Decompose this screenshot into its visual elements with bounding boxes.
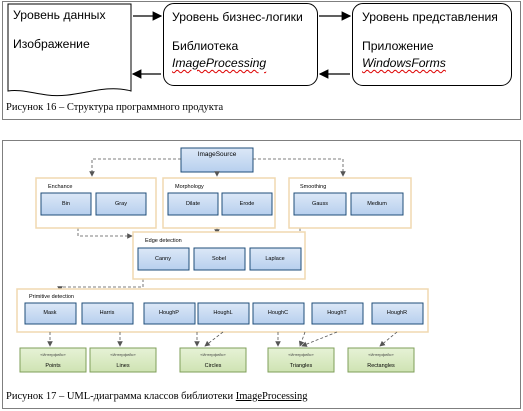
- class-canny: Canny: [155, 256, 171, 262]
- interface-points: «Интерфейс» Points: [19, 347, 87, 373]
- layer-arrows: [131, 11, 352, 79]
- class-laplace: Laplace: [265, 256, 284, 262]
- interface-triangles-label: Triangles: [290, 363, 313, 369]
- svg-text:«Интерфейс»: «Интерфейс»: [40, 352, 66, 357]
- class-mask: Mask: [43, 310, 56, 316]
- class-harris: Harris: [100, 310, 115, 316]
- svg-text:«Интерфейс»: «Интерфейс»: [200, 352, 226, 357]
- class-bin: Bin: [62, 201, 70, 207]
- class-gauss: Gauss: [312, 201, 328, 207]
- data-layer-title: Уровень данных: [13, 8, 106, 22]
- interface-rectangles-label: Rectangles: [367, 363, 395, 369]
- svg-text:«Интерфейс»: «Интерфейс»: [288, 352, 314, 357]
- figure-17-caption-name: ImageProcessing: [235, 391, 308, 402]
- class-sobel: Sobel: [212, 256, 226, 262]
- svg-text:«Интерфейс»: «Интерфейс»: [368, 352, 394, 357]
- interface-circles: «Интерфейс» Circles: [179, 347, 247, 373]
- figure-17-caption-prefix: Рисунок 17 – UML-диаграмма классов библи…: [6, 391, 236, 402]
- figure-17-caption: Рисунок 17 – UML-диаграмма классов библи…: [6, 391, 308, 402]
- class-houghl: HoughL: [213, 310, 232, 316]
- presentation-layer-box: [352, 3, 512, 86]
- class-imagesource-label: ImageSource: [198, 151, 237, 158]
- interface-arrows: [47, 331, 398, 347]
- figure-17-frame: [2, 140, 521, 409]
- presentation-layer-item-label: Приложение: [362, 39, 434, 53]
- package-enchance: Enchance Bin Gray: [35, 177, 157, 229]
- logic-layer-box: [163, 3, 318, 86]
- interface-triangles: «Интерфейс» Triangles: [267, 347, 335, 373]
- package-smoothing: Smoothing Gauss Medium: [288, 177, 412, 229]
- figure-16-caption: Рисунок 16 – Структура программного прод…: [6, 102, 224, 113]
- class-hought: HoughT: [327, 310, 347, 316]
- package-edge-detection-title: Edge detection: [145, 238, 182, 244]
- interface-rectangles: «Интерфейс» Rectangles: [347, 347, 415, 373]
- logic-layer-title: Уровень бизнес-логики: [172, 10, 303, 24]
- interface-circles-label: Circles: [205, 363, 222, 369]
- presentation-layer-title: Уровень представления: [362, 10, 498, 24]
- data-layer-shape: [7, 3, 132, 97]
- class-medium: Medium: [367, 201, 387, 207]
- package-morphology: Morphology Dilate Erode: [162, 177, 276, 229]
- package-smoothing-title: Smoothing: [300, 184, 326, 190]
- uml-class-diagram: ImageSource Enchance Bin Gray Morphology…: [16, 147, 429, 373]
- interface-lines-label: Lines: [116, 363, 129, 369]
- logic-layer-item-label: Библиотека: [172, 39, 239, 53]
- figure-16-frame: [2, 1, 521, 120]
- package-edge-detection: Edge detection Canny Sobel Laplace: [132, 231, 306, 280]
- class-dilate: Dilate: [186, 201, 200, 207]
- class-houghr: HoughR: [387, 310, 407, 316]
- interface-lines: «Интерфейс» Lines: [89, 347, 157, 373]
- package-morphology-title: Morphology: [175, 184, 204, 190]
- package-primitive-detection-title: Primitive detection: [29, 294, 74, 300]
- svg-text:«Интерфейс»: «Интерфейс»: [110, 352, 136, 357]
- presentation-layer-item-name: WindowsForms: [362, 56, 446, 70]
- logic-layer-item-name: ImageProcessing: [172, 56, 267, 70]
- class-gray: Gray: [115, 201, 127, 207]
- data-layer-item: Изображение: [13, 37, 90, 51]
- class-erode: Erode: [240, 201, 255, 207]
- interface-points-label: Points: [45, 363, 61, 369]
- package-primitive-detection: Primitive detection Mask Harris HoughP H…: [16, 288, 429, 333]
- class-houghp: HoughP: [159, 310, 179, 316]
- package-enchance-title: Enchance: [48, 184, 72, 190]
- class-imagesource: ImageSource: [180, 147, 254, 173]
- class-houghc: HoughC: [268, 310, 288, 316]
